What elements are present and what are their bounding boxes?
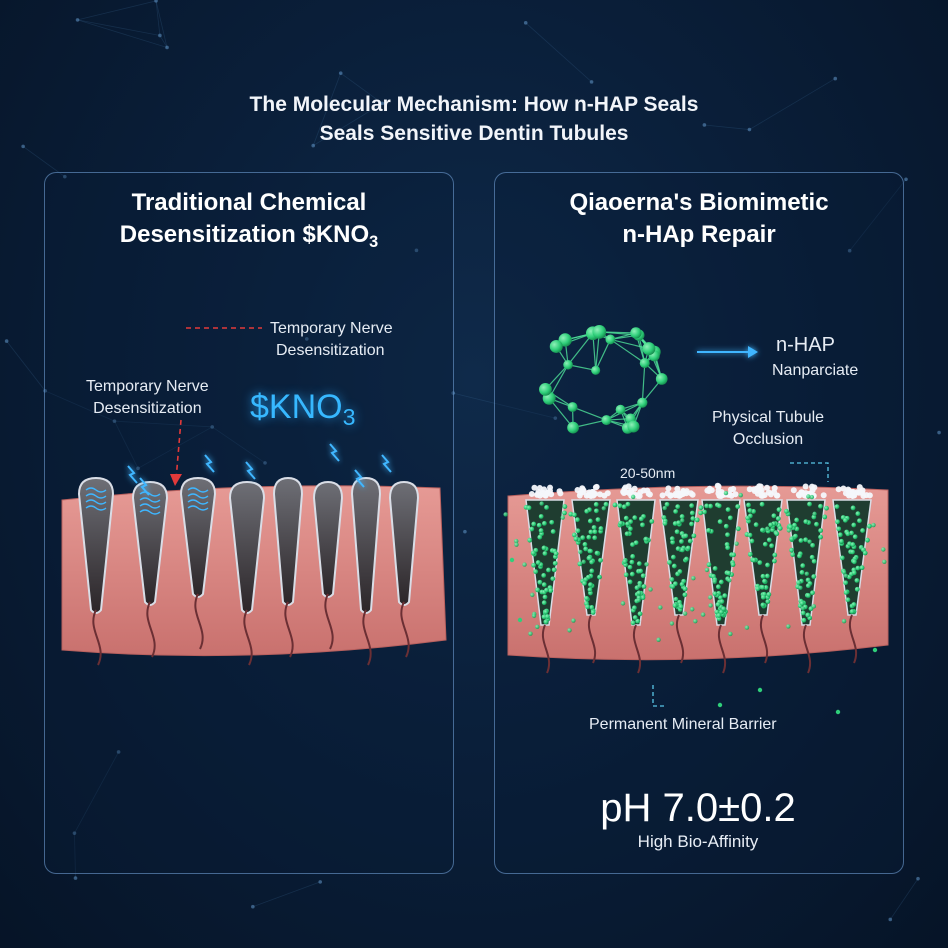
network-line <box>77 19 160 36</box>
nhap-sublabel: Nanparciate <box>772 362 859 379</box>
network-node <box>73 876 78 880</box>
network-line <box>704 124 750 130</box>
network-node <box>75 18 80 22</box>
nerve-label-top-line-1: Temporary Nerve <box>270 320 393 337</box>
barrier-label: Permanent Mineral Barrier <box>589 716 777 733</box>
traditional-title-main: Desensitization $KNO <box>119 221 370 248</box>
network-line <box>155 0 161 36</box>
network-line <box>155 0 168 48</box>
page-title: The Molecular Mechanism: How n-HAP Seals… <box>0 90 948 148</box>
network-line <box>312 73 342 146</box>
network-node <box>904 177 908 182</box>
network-node <box>158 33 162 38</box>
network-line <box>74 751 119 834</box>
network-line <box>77 19 168 48</box>
size-label: 20-50nm <box>620 465 676 481</box>
network-line <box>159 35 168 48</box>
network-node <box>318 880 323 884</box>
network-node <box>702 123 707 127</box>
traditional-panel: Traditional Chemical Desensitization $KN… <box>44 172 454 874</box>
network-node <box>338 71 343 75</box>
network-node <box>210 425 215 429</box>
nerve-label-mid-line-1: Temporary Nerve <box>86 378 209 395</box>
network-node <box>251 904 255 909</box>
network-node <box>937 430 941 435</box>
nerve-label-top-line-2: Desensitization <box>276 342 385 359</box>
network-node <box>380 101 385 106</box>
network-node <box>463 529 467 534</box>
network-node <box>165 45 169 50</box>
network-node <box>63 174 67 179</box>
network-node <box>263 461 267 465</box>
biomimetic-title-line-1: Qiaoerna's Biomimetic <box>569 189 829 216</box>
network-node <box>589 80 594 84</box>
kno3-subscript: 3 <box>342 403 356 430</box>
network-line <box>74 833 76 879</box>
nerve-label-mid-line-2: Desensitization <box>93 400 202 417</box>
network-line <box>849 179 907 251</box>
kno3-chemical-label: $KNO3 <box>250 388 356 430</box>
title-line-1: The Molecular Mechanism: How n-HAP Seals <box>249 93 699 116</box>
traditional-title-line-1: Traditional Chemical <box>131 189 367 216</box>
network-node <box>916 876 920 881</box>
network-node <box>747 127 752 132</box>
traditional-panel-title: Traditional Chemical Desensitization $KN… <box>45 187 453 253</box>
network-line <box>340 72 383 104</box>
network-node <box>305 337 309 341</box>
ph-value: pH 7.0±0.2 <box>600 786 796 830</box>
network-line <box>77 0 157 21</box>
network-node <box>112 419 117 423</box>
title-line-2: Seals Sensitive Dentin Tubules <box>319 122 629 145</box>
network-node <box>888 917 893 922</box>
network-node <box>414 248 419 253</box>
network-line <box>525 22 592 83</box>
network-line <box>114 420 213 428</box>
network-line <box>889 878 919 920</box>
network-line <box>114 420 139 469</box>
network-node <box>833 76 838 81</box>
network-node <box>311 143 316 148</box>
occlusion-label-line-2: Occlusion <box>732 431 804 448</box>
biomimetic-panel: Qiaoerna's Biomimetic n-HAp Repair <box>494 172 904 874</box>
biomimetic-panel-title: Qiaoerna's Biomimetic n-HAp Repair <box>495 187 903 251</box>
kno3-main: $KNO <box>250 388 343 426</box>
network-node <box>21 144 25 149</box>
network-line <box>252 881 321 908</box>
network-line <box>137 426 213 469</box>
network-line <box>749 78 836 130</box>
network-line <box>212 426 266 464</box>
network-line <box>22 146 66 177</box>
network-node <box>523 21 528 25</box>
network-node <box>154 0 158 3</box>
network-line <box>453 392 556 419</box>
traditional-title-subscript: 3 <box>369 232 379 251</box>
network-node <box>847 248 852 253</box>
traditional-title-line-2: Desensitization $KNO3 <box>45 219 453 253</box>
occlusion-label: Physical Tubule Occlusion <box>712 407 824 451</box>
network-line <box>6 340 46 392</box>
nhap-label: n-HAP <box>776 334 835 356</box>
occlusion-label-line-1: Physical Tubule <box>712 409 825 426</box>
network-node <box>116 750 121 754</box>
affinity-label: High Bio-Affinity <box>637 832 759 851</box>
network-line <box>45 390 115 422</box>
nerve-label-top: Temporary Nerve Desensitization <box>270 318 393 362</box>
network-node <box>4 339 9 343</box>
nerve-label-mid: Temporary Nerve Desensitization <box>86 376 209 420</box>
biomimetic-title-line-2: n-HAp Repair <box>622 221 776 248</box>
network-node <box>72 831 77 835</box>
network-line <box>312 103 383 146</box>
